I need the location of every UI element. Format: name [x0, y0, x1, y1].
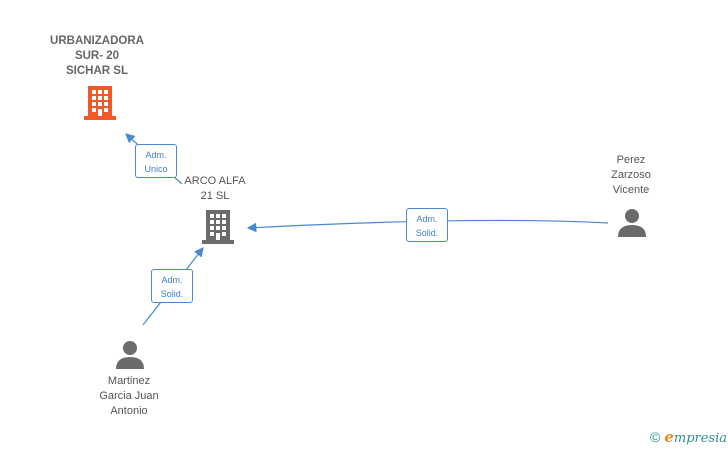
edge-perez-to-arco	[246, 219, 609, 233]
person-label-martinez: Martinez Garcia Juan Antonio	[99, 375, 159, 417]
copyright-symbol: ©	[650, 429, 661, 445]
company-label-arco-alfa: ARCO ALFA 21 SL	[184, 175, 246, 202]
edge-label-adm-unico: Adm. Unico	[135, 144, 177, 178]
company-label-urbanizadora: URBANIZADORA SUR- 20 SICHAR SL	[50, 35, 144, 77]
building-icon[interactable]	[202, 208, 234, 249]
person-icon[interactable]	[617, 207, 647, 242]
edge-label-adm-solid: Adm. Solid.	[151, 269, 193, 303]
building-icon[interactable]	[84, 84, 116, 125]
person-icon[interactable]	[115, 339, 145, 374]
person-label-perez: Perez Zarzoso Vicente	[611, 154, 651, 196]
brand-name: empresia	[664, 428, 728, 446]
empresia-logo: © empresia	[650, 428, 727, 446]
edge-label-adm-solid: Adm. Solid.	[406, 208, 448, 242]
